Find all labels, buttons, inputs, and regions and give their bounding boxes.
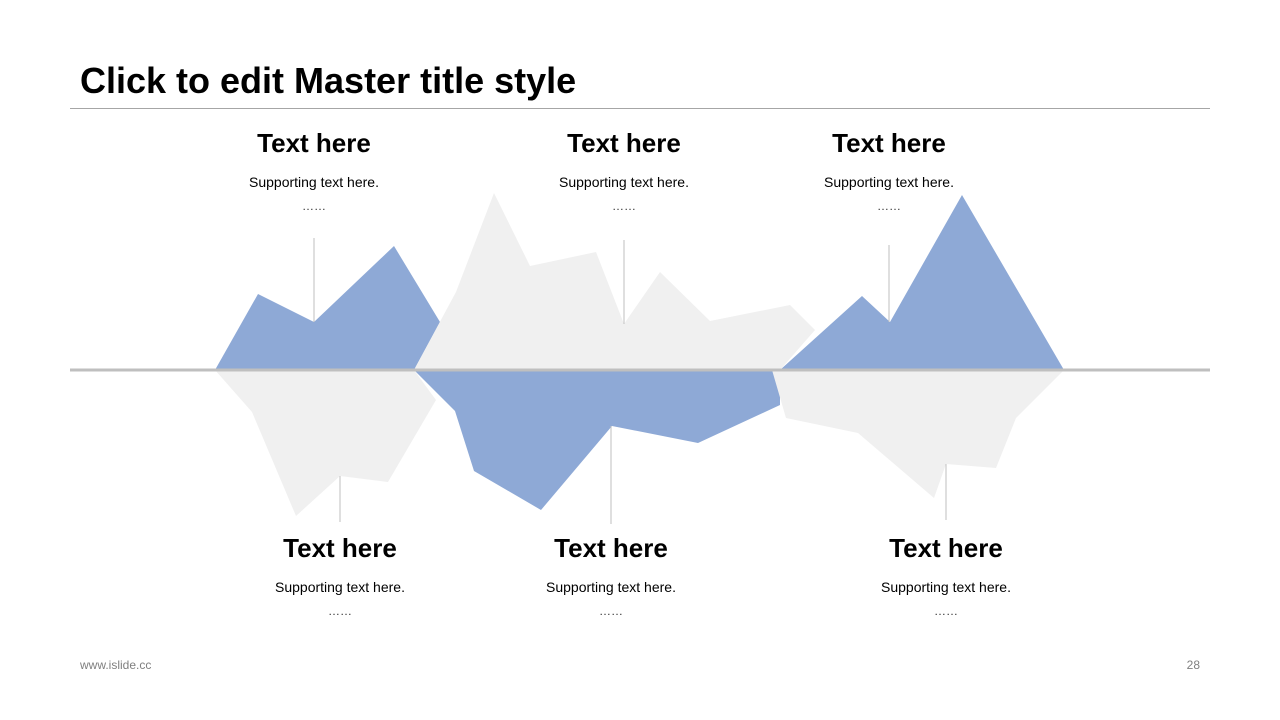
callout-ellipsis: …… [599,604,623,618]
callout-top-3[interactable]: Text here Supporting text here. …… [769,128,1009,213]
callout-bottom-2[interactable]: Text here Supporting text here. …… [491,533,731,618]
footer-url: www.islide.cc [80,658,152,672]
callout-body[interactable]: Supporting text here. [559,174,689,190]
upper-peak-right [780,195,1064,370]
slide-title[interactable]: Click to edit Master title style [80,60,577,101]
callout-ellipsis: …… [934,604,958,618]
callout-heading[interactable]: Text here [554,533,668,563]
upper-peak-center [414,193,815,370]
lower-peak-right [772,370,1064,498]
lower-peak-left [215,370,436,516]
lower-peak-center [414,370,780,510]
callout-body[interactable]: Supporting text here. [249,174,379,190]
callout-ellipsis: …… [877,199,901,213]
page-number: 28 [1186,658,1200,672]
callout-bottom-1[interactable]: Text here Supporting text here. …… [220,533,460,618]
callout-heading[interactable]: Text here [567,128,681,158]
callout-body[interactable]: Supporting text here. [546,579,676,595]
callout-heading[interactable]: Text here [257,128,371,158]
callout-body[interactable]: Supporting text here. [881,579,1011,595]
callout-top-1[interactable]: Text here Supporting text here. …… [194,128,434,213]
title-divider [70,108,1210,109]
callout-heading[interactable]: Text here [283,533,397,563]
callout-heading[interactable]: Text here [832,128,946,158]
callout-body[interactable]: Supporting text here. [824,174,954,190]
callout-body[interactable]: Supporting text here. [275,579,405,595]
callout-heading[interactable]: Text here [889,533,1003,563]
callout-ellipsis: …… [302,199,326,213]
upper-peak-left [215,246,440,370]
callout-top-2[interactable]: Text here Supporting text here. …… [504,128,744,213]
callout-ellipsis: …… [328,604,352,618]
callout-bottom-3[interactable]: Text here Supporting text here. …… [826,533,1066,618]
callout-ellipsis: …… [612,199,636,213]
